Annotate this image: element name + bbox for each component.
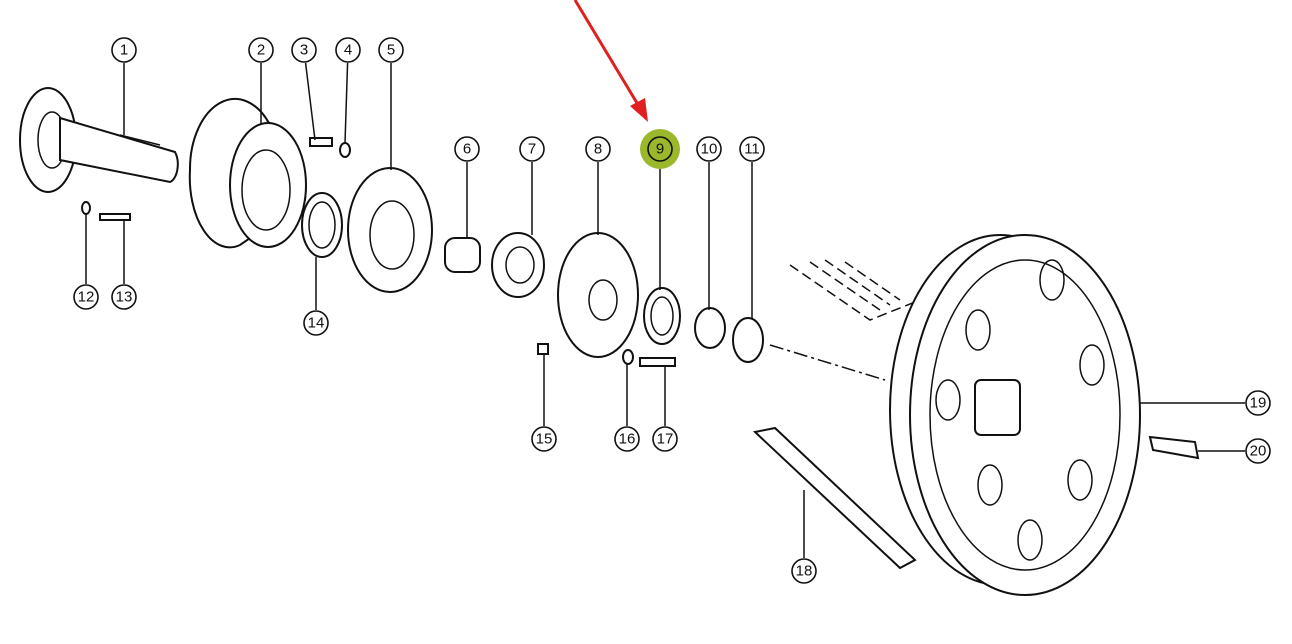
callout-circle	[291, 37, 317, 63]
callout-circle	[454, 136, 480, 162]
circlip-part	[694, 307, 726, 349]
callout-19: 19	[1140, 390, 1271, 416]
callout-14: 14	[303, 257, 329, 336]
callout-circle	[378, 37, 404, 63]
callout-label: 2	[257, 42, 265, 59]
washer-part	[339, 142, 351, 158]
callout-3: 3	[291, 37, 317, 141]
bolt-part	[99, 213, 131, 221]
callout-label: 7	[528, 141, 536, 158]
callout-label: 19	[1250, 395, 1267, 412]
callout-4: 4	[335, 37, 361, 144]
callout-label: 11	[744, 141, 760, 158]
callout-8: 8	[585, 136, 611, 235]
bolt-part	[639, 357, 676, 367]
callout-label: 15	[536, 431, 553, 448]
shaft-part	[19, 87, 179, 193]
callout-circle	[111, 284, 137, 310]
callout-1: 1	[111, 37, 137, 135]
callout-circle	[1245, 390, 1271, 416]
callout-2: 2	[248, 37, 274, 125]
callout-15: 15	[531, 354, 557, 452]
callout-circle	[652, 426, 678, 452]
callout-label: 14	[308, 315, 325, 332]
callout-11: 11	[739, 136, 765, 318]
callout-label: 4	[344, 42, 352, 59]
washer-part	[81, 201, 91, 215]
key-part	[1148, 435, 1200, 460]
callout-label: 5	[387, 42, 395, 59]
leader-line	[304, 62, 316, 141]
callout-circle	[519, 136, 545, 162]
callout-label: 10	[701, 141, 718, 158]
callout-18: 18	[791, 490, 817, 584]
callout-circle	[585, 136, 611, 162]
callout-label: 8	[594, 141, 602, 158]
callout-9: 9	[640, 129, 680, 290]
grease-nipple-part	[537, 343, 549, 355]
callout-label: 12	[78, 289, 95, 306]
bushing-part	[444, 237, 481, 273]
callout-circle	[73, 284, 99, 310]
callout-7: 7	[519, 136, 545, 235]
washer-part	[622, 349, 634, 365]
callout-circle	[791, 558, 817, 584]
callout-label: 16	[619, 431, 636, 448]
callout-17: 17	[652, 366, 678, 452]
callout-circle	[303, 310, 329, 336]
callout-circle	[640, 129, 680, 169]
bolt-part	[309, 137, 333, 147]
bearing-flange-part	[557, 232, 639, 358]
callout-label: 9	[656, 141, 664, 158]
callout-circle	[248, 37, 274, 63]
callout-label: 6	[463, 141, 471, 158]
callout-label: 18	[796, 563, 813, 580]
callout-label: 13	[116, 289, 133, 306]
callout-label: 3	[300, 42, 308, 59]
callout-16: 16	[614, 364, 640, 452]
callout-13: 13	[111, 220, 137, 310]
callout-circle	[335, 37, 361, 63]
seal-ring-part	[643, 287, 681, 345]
red-arrow-indicator	[573, 0, 648, 122]
callout-circle	[531, 426, 557, 452]
callout-5: 5	[378, 37, 404, 170]
bearing-part	[491, 232, 545, 298]
callout-circle	[739, 136, 765, 162]
callout-6: 6	[454, 136, 480, 238]
flange-part	[347, 167, 433, 293]
nut-part	[732, 317, 764, 363]
pulley-part	[889, 234, 1141, 596]
callout-label: 1	[120, 42, 128, 59]
callout-circle	[614, 426, 640, 452]
callout-12: 12	[73, 214, 99, 310]
leader-line	[344, 62, 349, 144]
v-belt-part	[752, 426, 917, 570]
callout-label: 20	[1250, 443, 1267, 460]
callout-10: 10	[696, 136, 722, 310]
callout-circle	[696, 136, 722, 162]
hub-part	[188, 97, 307, 249]
callout-20: 20	[1198, 438, 1271, 464]
callout-label: 17	[657, 431, 674, 448]
callout-circle	[1245, 438, 1271, 464]
callout-circle	[111, 37, 137, 63]
